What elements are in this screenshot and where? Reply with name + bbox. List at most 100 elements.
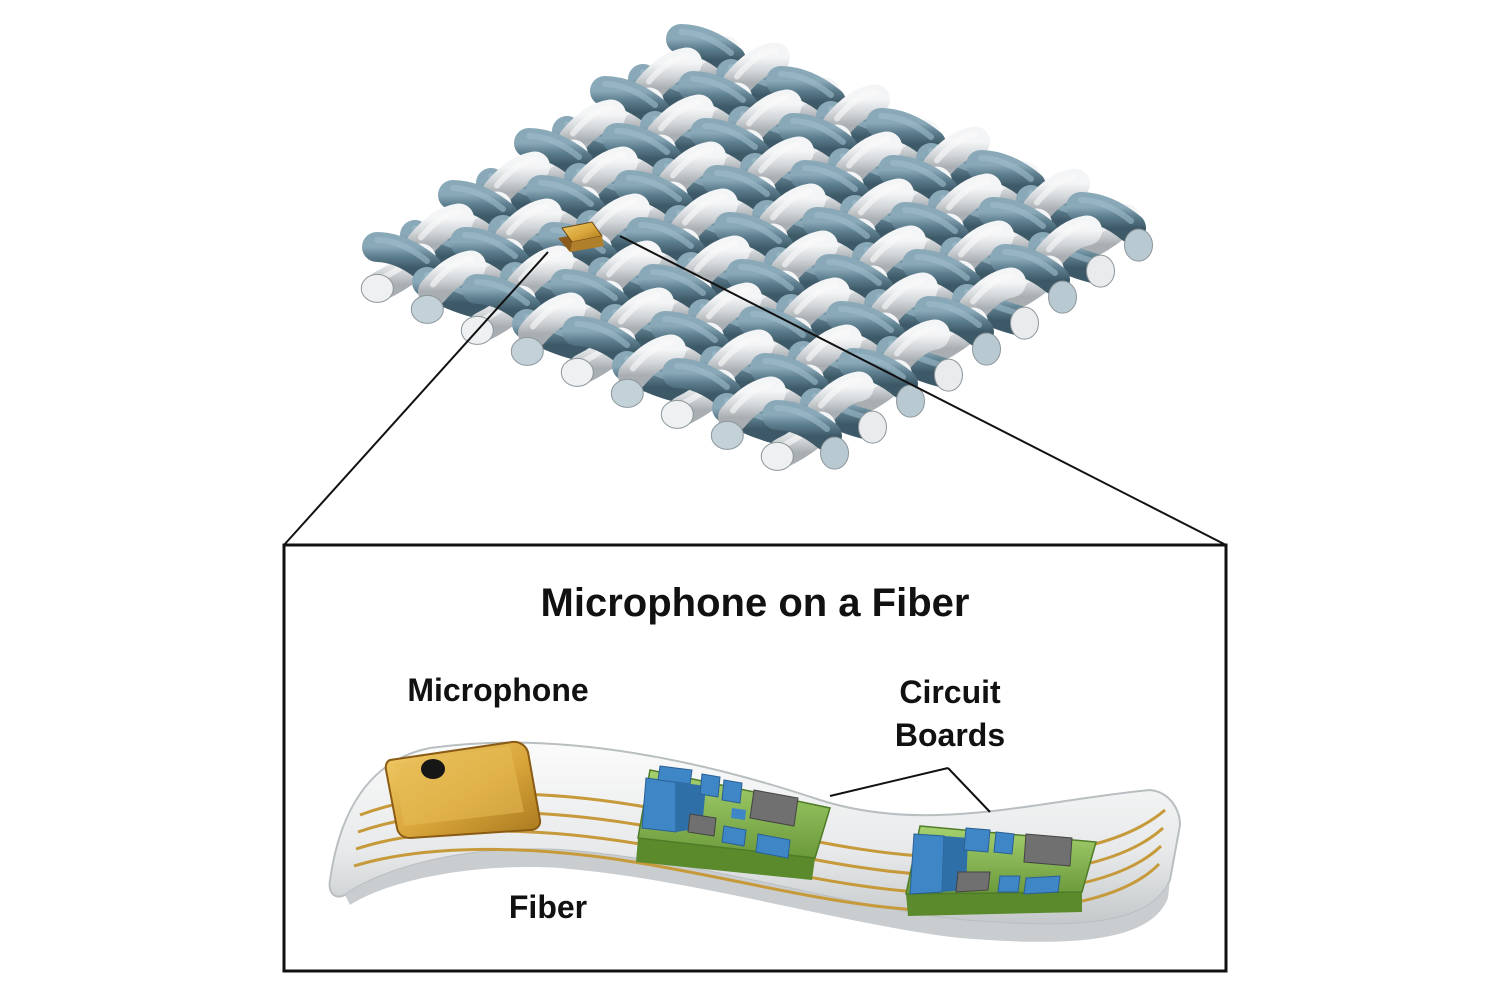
yarn-highlight [750, 311, 806, 338]
yarn-highlight [794, 282, 838, 315]
circuit-boards-label-line2: Boards [895, 717, 1005, 753]
circuit-boards-label-line1: Circuit [899, 674, 1001, 710]
yarn-end-cap [820, 436, 849, 470]
white-yarn-segment [418, 250, 486, 307]
white-yarn-segment [834, 131, 902, 188]
white-yarn-segment [594, 240, 662, 297]
blue-yarn-segment [702, 165, 782, 216]
white-yarn-segment [558, 99, 626, 156]
blue-yarn-segment [866, 108, 946, 159]
white-yarn-segment [882, 319, 950, 376]
yarn-end-cap [858, 410, 887, 444]
white-yarn-segment [770, 230, 838, 287]
yarn-highlight [730, 381, 774, 414]
blue-yarn-segment [602, 123, 682, 174]
white-yarn-segment [958, 267, 1026, 324]
yarn-highlight [826, 259, 882, 286]
yarn-highlight [838, 306, 894, 333]
yarn-highlight [678, 29, 734, 56]
yarn-end-cap [560, 357, 594, 387]
blue-yarn-segment [614, 170, 694, 221]
fiber-label: Fiber [509, 889, 587, 925]
yarn-highlight [594, 198, 638, 231]
yarn-highlight [762, 358, 818, 385]
yarn-end-cap [410, 294, 444, 324]
yarn-highlight [858, 183, 902, 216]
blue-yarn-segment [902, 249, 982, 300]
blue-yarn-segment [590, 76, 670, 127]
blue-yarn-segment [462, 274, 542, 325]
white-yarn-segment [570, 146, 638, 203]
tiny-microphone-on-fabric [558, 221, 604, 252]
diagram-title: Microphone on a Fiber [541, 581, 970, 625]
blue-yarn-segment [450, 227, 530, 278]
yarn-highlight [614, 128, 670, 155]
yarn-highlight [602, 81, 658, 108]
white-yarn-segment [782, 277, 850, 334]
blue-yarn-segment [1066, 192, 1146, 243]
yarn-end-cap [610, 378, 644, 408]
white-yarn-segment [758, 183, 826, 240]
white-yarn-segment [494, 198, 562, 255]
yarn-highlight [662, 316, 718, 343]
yarn-highlight [774, 405, 830, 432]
white-yarn-segment [506, 245, 574, 302]
yarn-highlight [738, 264, 794, 291]
blue-yarn-segment [726, 259, 806, 310]
blue-yarn-segment [826, 301, 906, 352]
yarn-highlight [706, 287, 750, 320]
yarn-highlight [806, 329, 850, 362]
microphone-port-hole [421, 759, 445, 779]
yarn-highlight [846, 136, 890, 169]
white-yarn-segment [482, 151, 550, 208]
blue-yarn-segment [626, 217, 706, 268]
white-yarn-segment [922, 126, 990, 183]
yarn-highlight [530, 297, 574, 330]
yarn-highlight [702, 123, 758, 150]
yarn-highlight [650, 269, 706, 296]
yarn-highlight [834, 89, 878, 122]
yarn-highlight [690, 76, 746, 103]
white-yarn-segment [634, 47, 702, 104]
yarn-highlight [818, 376, 862, 409]
yarn-end-cap [760, 441, 794, 471]
yarn-highlight [934, 131, 978, 164]
microphone-label: Microphone [407, 672, 588, 708]
yarn-highlight [726, 217, 782, 244]
blue-yarn-segment [738, 306, 818, 357]
white-yarn-segment [858, 225, 926, 282]
white-yarn-segment [1022, 168, 1090, 225]
white-yarn-segment [670, 188, 738, 245]
yarn-end-cap [972, 332, 1001, 366]
woven-fabric [360, 24, 1153, 471]
blue-yarn-segment [762, 400, 842, 451]
yarn-highlight [1002, 249, 1058, 276]
yarn-highlight [894, 324, 938, 357]
yarn-highlight [990, 202, 1046, 229]
yarn-highlight [790, 118, 846, 145]
blue-yarn-segment [714, 212, 794, 263]
blue-yarn-segment [666, 24, 746, 75]
white-yarn-segment [734, 89, 802, 146]
yarn-highlight [494, 156, 538, 189]
white-yarn-segment [718, 376, 786, 433]
yarn-highlight [734, 47, 778, 80]
white-yarn-segment [946, 220, 1014, 277]
yarn-highlight [562, 274, 618, 301]
blue-yarn-segment [990, 244, 1070, 295]
yarn-highlight [958, 225, 1002, 258]
yarn-highlight [570, 104, 614, 137]
blue-yarn-segment [690, 118, 770, 169]
yarn-highlight [946, 178, 990, 211]
yarn-end-cap [1048, 280, 1077, 314]
circuit-board-1 [636, 765, 831, 880]
yarn-highlight [758, 141, 802, 174]
white-yarn-segment [646, 94, 714, 151]
blue-yarn-segment [966, 150, 1046, 201]
yarn-highlight [618, 292, 662, 325]
blue-yarn-segment [890, 202, 970, 253]
yarn-highlight [418, 208, 462, 241]
yarn-highlight [374, 237, 430, 264]
yarn-highlight [878, 113, 934, 140]
